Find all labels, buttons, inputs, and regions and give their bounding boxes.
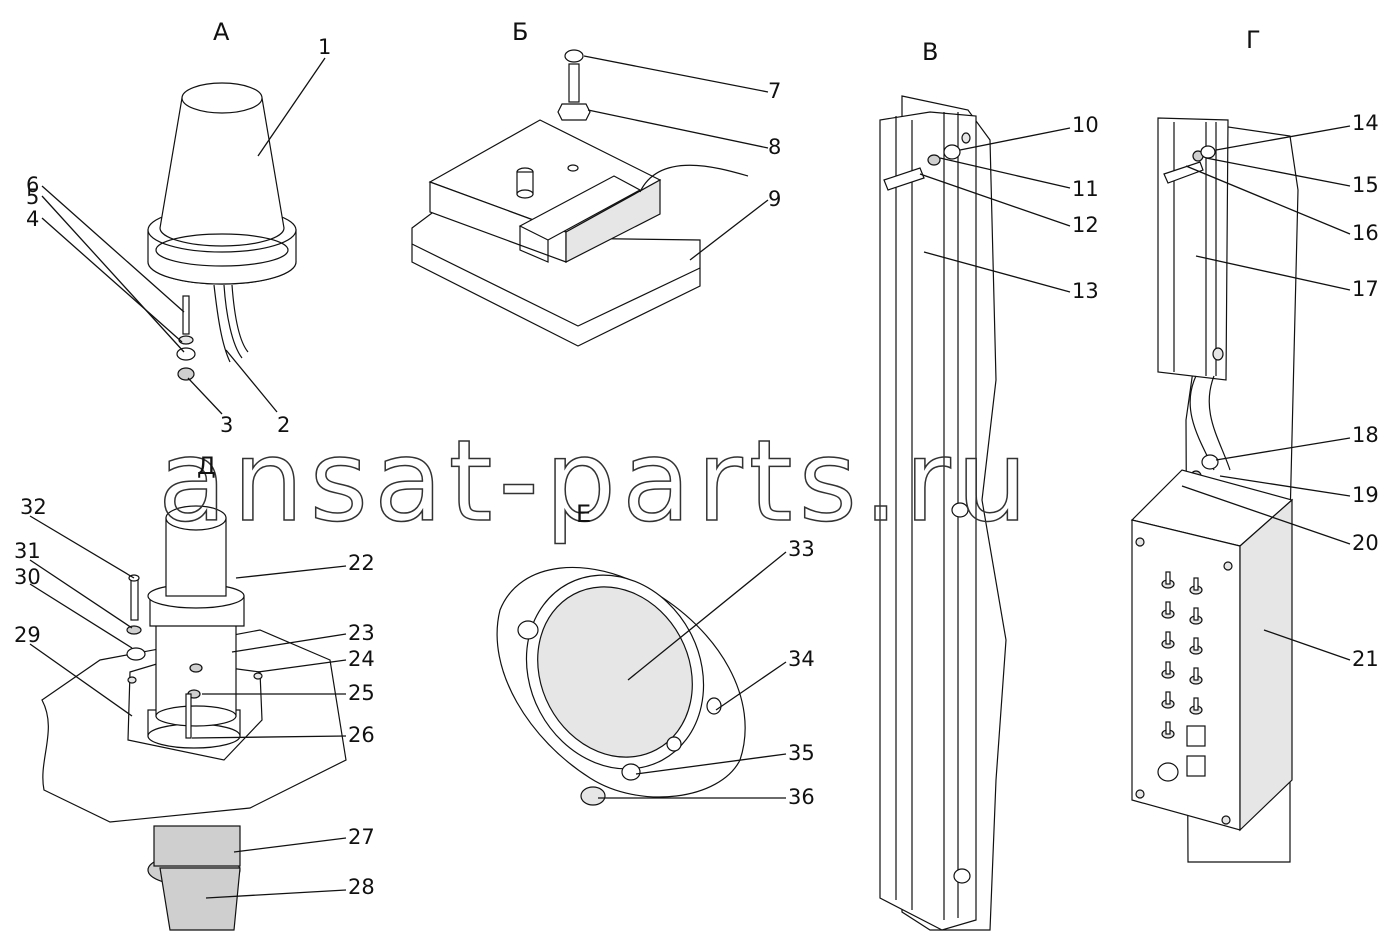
callout-19: 19: [1352, 483, 1379, 507]
section-label-a: А: [213, 18, 230, 46]
view-v-rail: [879, 95, 1007, 931]
view-g-rail-panel: [1130, 117, 1299, 863]
callout-5: 5: [26, 185, 39, 209]
callout-25: 25: [348, 681, 375, 705]
callout-27: 27: [348, 825, 375, 849]
section-label-v: В: [922, 38, 938, 66]
toggle-switch-icon: [1189, 637, 1203, 655]
callout-28: 28: [348, 875, 375, 899]
callout-33: 33: [788, 537, 815, 561]
callout-14: 14: [1352, 111, 1379, 135]
callout-12: 12: [1072, 213, 1099, 237]
watermark: ansat-parts.ru: [158, 417, 1034, 547]
callout-11: 11: [1072, 177, 1099, 201]
section-label-g: Г: [1246, 26, 1261, 54]
leader-lines: [29, 55, 1351, 899]
toggle-switch-icon: [1189, 607, 1203, 625]
callout-labels: 1 2 3 4 5 6 7 8 9 10 11 12 13 14 15 16 1…: [14, 35, 1379, 899]
callout-34: 34: [788, 647, 815, 671]
callout-1: 1: [318, 35, 331, 59]
callout-29: 29: [14, 623, 41, 647]
toggle-switch-icon: [1189, 667, 1203, 685]
section-letters: А Б В Г Д Е: [197, 18, 1261, 528]
callout-10: 10: [1072, 113, 1099, 137]
view-a-beacon: [147, 82, 297, 381]
callout-2: 2: [277, 413, 290, 437]
callout-8: 8: [768, 135, 781, 159]
callout-35: 35: [788, 741, 815, 765]
toggle-switch-icon: [1161, 631, 1175, 649]
callout-23: 23: [348, 621, 375, 645]
callout-22: 22: [348, 551, 375, 575]
section-label-e: Е: [576, 500, 591, 528]
toggle-switch-icon: [1189, 697, 1203, 715]
callout-4: 4: [26, 207, 39, 231]
switch-panel-controls: [1157, 571, 1206, 782]
knob-icon: [1186, 755, 1206, 777]
callout-6: 6: [26, 173, 39, 197]
callout-24: 24: [348, 647, 375, 671]
view-b-box: [411, 49, 749, 347]
callout-7: 7: [768, 79, 781, 103]
section-label-b: Б: [512, 18, 528, 46]
callout-30: 30: [14, 565, 41, 589]
view-d-connector: [41, 505, 347, 931]
toggle-switch-icon: [1161, 691, 1175, 709]
view-e-cover: [496, 566, 746, 806]
callout-17: 17: [1352, 277, 1379, 301]
callout-26: 26: [348, 723, 375, 747]
toggle-switch-icon: [1189, 577, 1203, 595]
push-button-icon: [1157, 762, 1179, 782]
toggle-switch-icon: [1161, 661, 1175, 679]
toggle-switch-icon: [1161, 571, 1175, 589]
toggle-switch-icon: [1161, 601, 1175, 619]
callout-18: 18: [1352, 423, 1379, 447]
callout-9: 9: [768, 187, 781, 211]
callout-13: 13: [1072, 279, 1099, 303]
callout-3: 3: [220, 413, 233, 437]
callout-21: 21: [1352, 647, 1379, 671]
callout-36: 36: [788, 785, 815, 809]
callout-16: 16: [1352, 221, 1379, 245]
callout-15: 15: [1352, 173, 1379, 197]
knob-icon: [1186, 725, 1206, 747]
callout-20: 20: [1352, 531, 1379, 555]
callout-32: 32: [20, 495, 47, 519]
toggle-switch-icon: [1161, 721, 1175, 739]
callout-31: 31: [14, 539, 41, 563]
section-label-d: Д: [197, 452, 216, 480]
